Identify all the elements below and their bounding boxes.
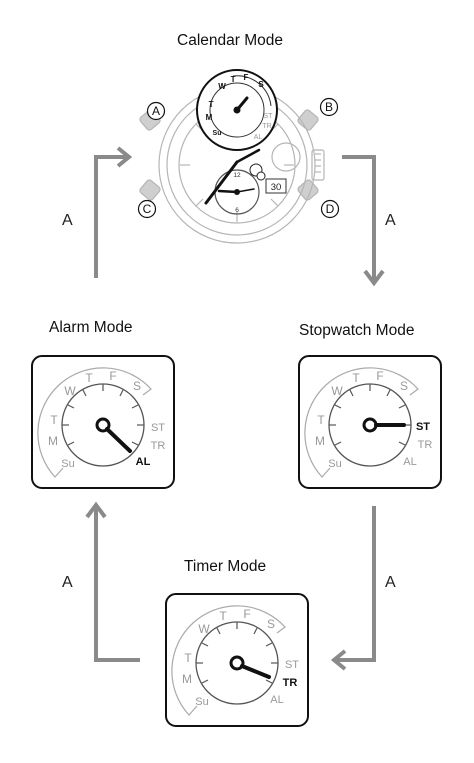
- svg-text:TR: TR: [262, 123, 271, 130]
- svg-text:T: T: [231, 75, 236, 84]
- svg-text:AL: AL: [254, 134, 263, 141]
- watch-illustration: 30 12 6 W T F S T M Su ST TR AL: [137, 69, 340, 244]
- stopwatch-mode-dial: W T F S T M Su ST TR AL: [304, 367, 433, 478]
- svg-text:TR: TR: [151, 440, 166, 452]
- arrow-calendar-to-stopwatch: [342, 155, 376, 282]
- stopwatch-mode-panel: W T F S T M Su ST TR AL: [298, 355, 442, 489]
- calendar-subdial: W T F S T M Su ST TR AL: [196, 69, 278, 151]
- svg-text:S: S: [258, 80, 264, 89]
- svg-text:T: T: [50, 413, 58, 427]
- svg-text:AL: AL: [270, 694, 283, 706]
- svg-text:S: S: [400, 379, 408, 393]
- svg-text:ST: ST: [264, 113, 274, 120]
- calendar-mode-title: Calendar Mode: [177, 32, 283, 49]
- svg-text:T: T: [209, 100, 214, 109]
- arrow-timer-to-alarm: [94, 506, 140, 662]
- svg-text:T: T: [184, 651, 192, 665]
- svg-text:F: F: [376, 369, 383, 383]
- arrow-label-left-bottom: A: [62, 574, 73, 591]
- svg-text:Su: Su: [213, 130, 222, 137]
- svg-text:T: T: [85, 371, 93, 385]
- button-a-label: A: [152, 104, 160, 118]
- svg-text:Su: Su: [195, 696, 208, 708]
- svg-text:W: W: [198, 622, 210, 636]
- svg-text:W: W: [64, 384, 76, 398]
- svg-text:F: F: [244, 73, 249, 82]
- svg-text:ST: ST: [285, 659, 299, 671]
- svg-text:Su: Su: [328, 458, 341, 470]
- svg-text:W: W: [331, 384, 343, 398]
- svg-text:M: M: [206, 113, 213, 122]
- svg-text:S: S: [133, 379, 141, 393]
- arrow-label-left-top: A: [62, 212, 73, 229]
- svg-text:T: T: [352, 371, 360, 385]
- svg-text:T: T: [317, 413, 325, 427]
- svg-text:AL: AL: [403, 456, 416, 468]
- svg-text:ST: ST: [416, 421, 430, 433]
- svg-text:M: M: [315, 434, 325, 448]
- svg-text:W: W: [218, 82, 226, 91]
- svg-text:ST: ST: [151, 422, 165, 434]
- svg-text:M: M: [48, 434, 58, 448]
- button-c-label: C: [143, 202, 152, 216]
- arrow-label-right-top: A: [385, 212, 396, 229]
- svg-text:12: 12: [233, 172, 241, 179]
- timer-mode-dial: W T F S T M Su ST TR AL: [171, 605, 299, 716]
- alarm-mode-panel: W T F S T M Su ST TR AL: [31, 355, 175, 489]
- svg-text:M: M: [182, 672, 192, 686]
- svg-text:Su: Su: [61, 458, 74, 470]
- svg-text:6: 6: [235, 207, 239, 214]
- svg-text:TR: TR: [283, 677, 298, 689]
- arrow-label-right-bottom: A: [385, 574, 396, 591]
- svg-text:F: F: [109, 369, 116, 383]
- svg-text:T: T: [219, 609, 227, 623]
- button-d-label: D: [326, 202, 335, 216]
- timer-mode-title: Timer Mode: [184, 558, 267, 575]
- svg-text:S: S: [267, 617, 275, 631]
- button-b-label: B: [325, 100, 333, 114]
- svg-text:AL: AL: [136, 456, 151, 468]
- svg-text:F: F: [243, 607, 250, 621]
- alarm-mode-title: Alarm Mode: [49, 319, 133, 336]
- arrow-stopwatch-to-timer: [335, 506, 376, 662]
- alarm-mode-dial: W T F S T M Su ST TR AL: [37, 367, 166, 478]
- stopwatch-mode-title: Stopwatch Mode: [299, 322, 415, 339]
- svg-text:TR: TR: [418, 439, 433, 451]
- timer-mode-panel: W T F S T M Su ST TR AL: [165, 593, 309, 727]
- arrow-alarm-to-calendar: [94, 155, 128, 278]
- date-window: 30: [271, 182, 282, 193]
